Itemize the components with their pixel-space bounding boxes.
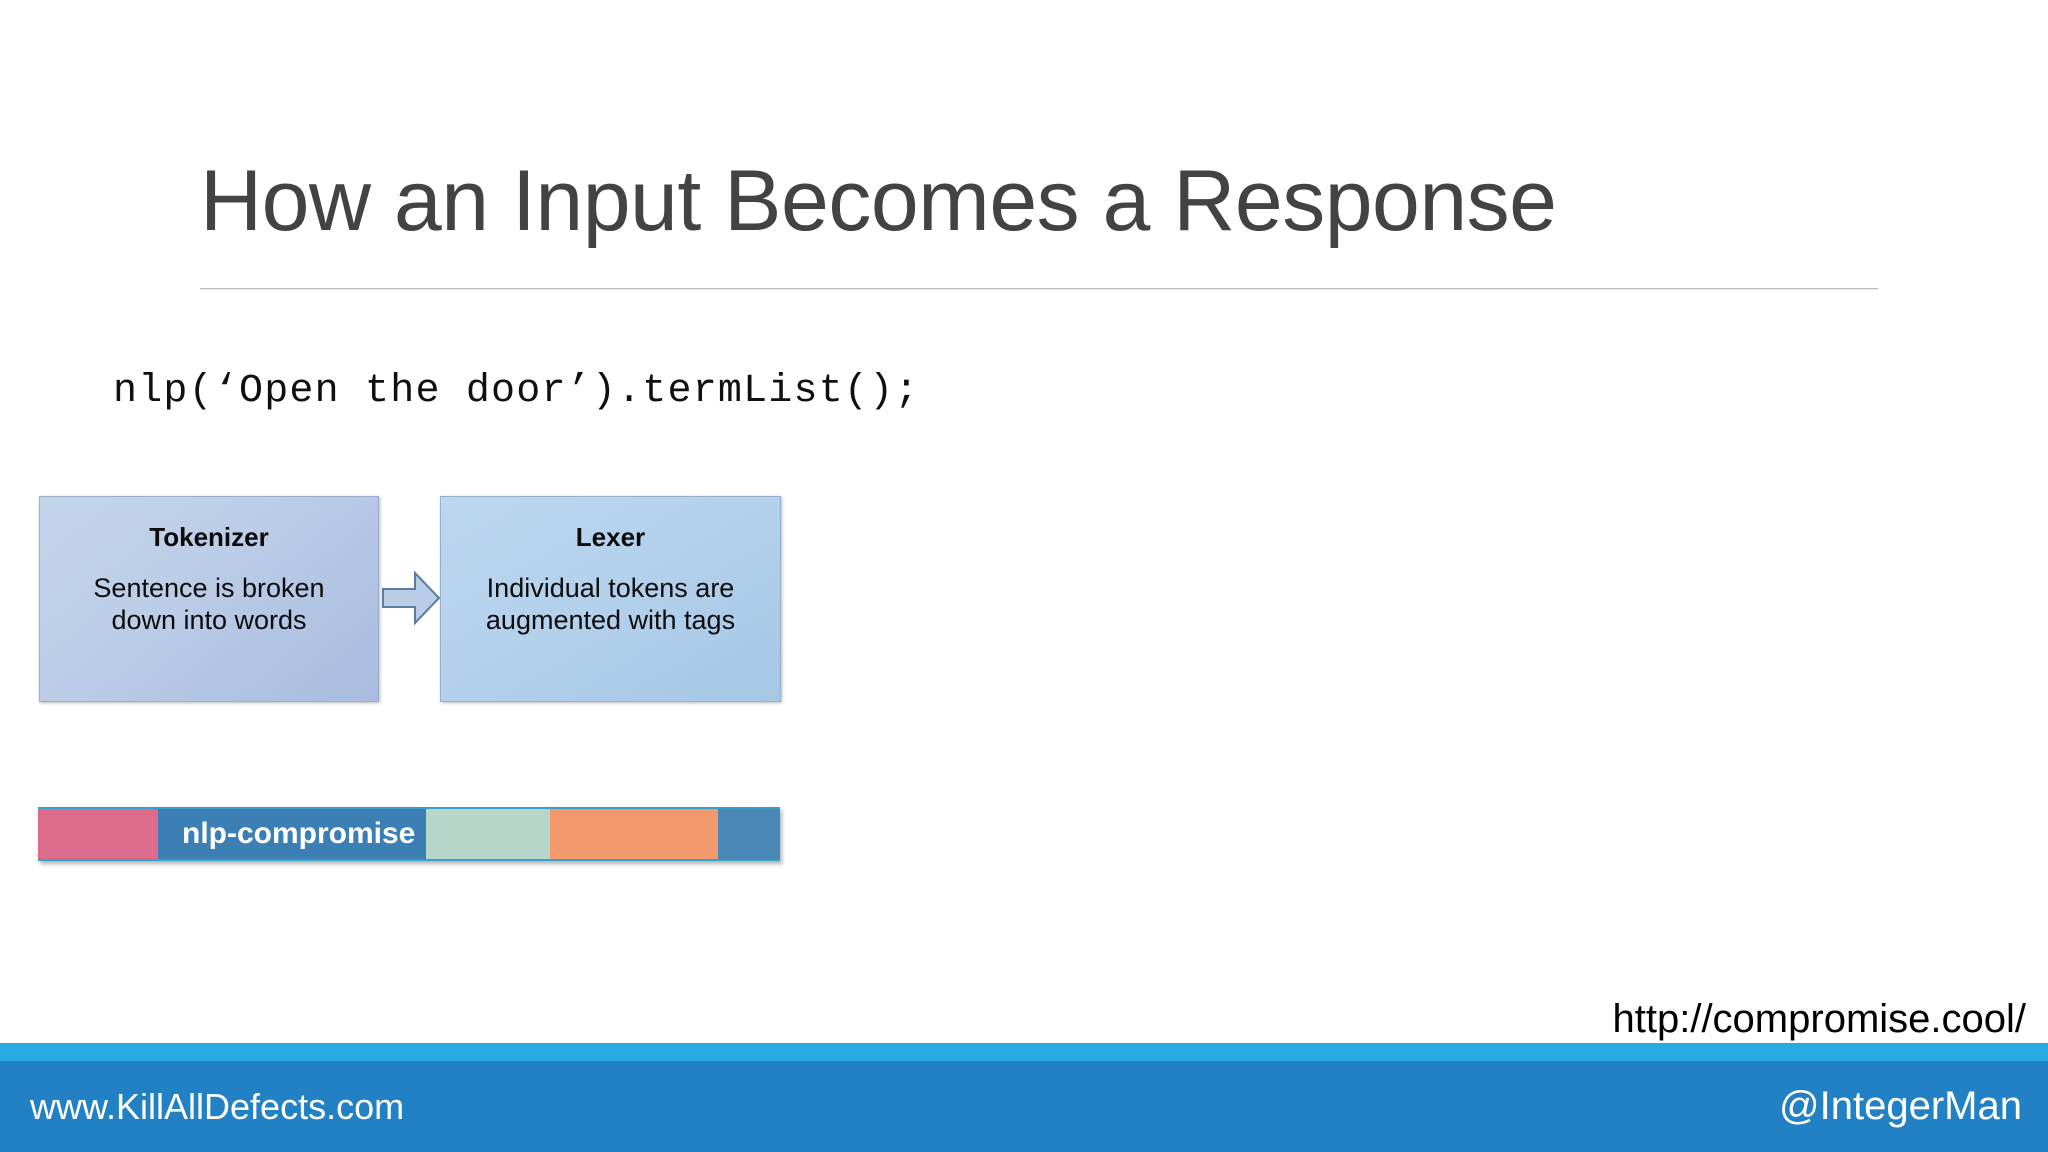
flow-box-body: Individual tokens are augmented with tag… bbox=[455, 573, 766, 637]
title-divider bbox=[200, 288, 1878, 290]
flow-box-body-line2: down into words bbox=[111, 604, 307, 635]
nlp-compromise-label: nlp-compromise bbox=[182, 817, 416, 850]
bar-segment-blue bbox=[718, 809, 780, 859]
flow-box-body-line1: Individual tokens are bbox=[486, 572, 735, 603]
bar-segment-main: nlp-compromise bbox=[158, 809, 426, 859]
footer-accent-strip bbox=[0, 1043, 2048, 1061]
flow-box-title: Lexer bbox=[575, 522, 646, 552]
flow-box-body-line2: augmented with tags bbox=[485, 604, 736, 635]
bar-segment-green bbox=[426, 809, 550, 859]
reference-url[interactable]: http://compromise.cool/ bbox=[1612, 997, 2027, 1041]
footer-social-handle[interactable]: @IntegerMan bbox=[1779, 1084, 2022, 1128]
nlp-compromise-logo-bar: nlp-compromise bbox=[38, 807, 780, 861]
flow-box-body-line1: Sentence is broken bbox=[93, 572, 325, 603]
footer-website[interactable]: www.KillAllDefects.com bbox=[30, 1085, 405, 1127]
page-title: How an Input Becomes a Response bbox=[200, 153, 1557, 249]
bar-segment-orange bbox=[550, 809, 718, 859]
flow-box-lexer: Lexer Individual tokens are augmented wi… bbox=[440, 496, 781, 702]
bar-segment-pink bbox=[38, 809, 158, 859]
flow-box-title: Tokenizer bbox=[149, 522, 269, 552]
footer-bar: www.KillAllDefects.com @IntegerMan bbox=[0, 1061, 2048, 1152]
right-arrow-icon bbox=[382, 567, 441, 629]
flow-box-tokenizer: Tokenizer Sentence is broken down into w… bbox=[39, 496, 379, 702]
code-sample: nlp(‘Open the door’).termList(); bbox=[113, 369, 920, 414]
flow-box-body: Sentence is broken down into words bbox=[54, 573, 364, 637]
